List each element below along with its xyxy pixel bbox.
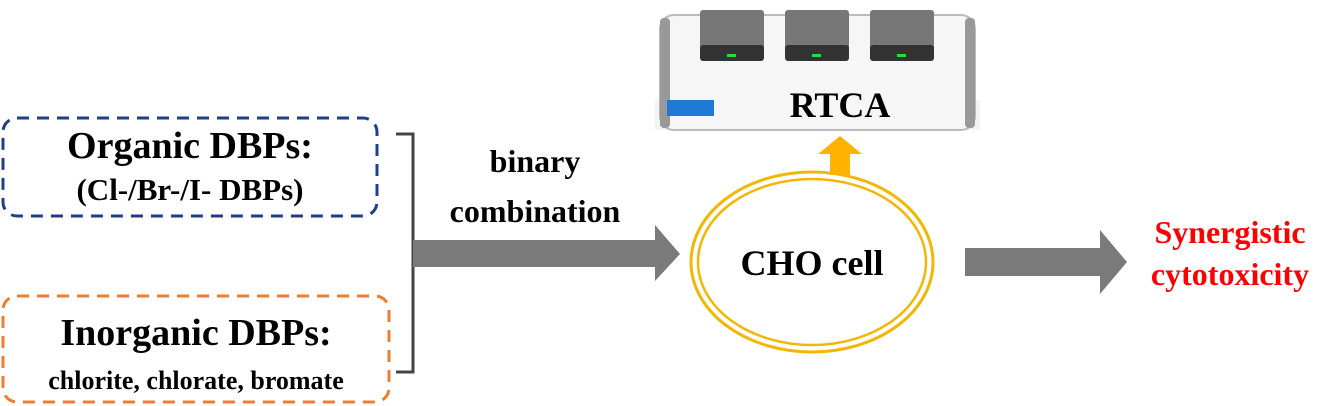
outcome-line1: Synergistic xyxy=(1154,214,1306,250)
organic-dbps-box xyxy=(1,116,379,218)
bracket xyxy=(396,132,415,374)
inorganic-dbps-title: Inorganic DBPs: xyxy=(60,312,332,354)
outcome-arrow xyxy=(965,230,1127,294)
organic-dbps-title: Organic DBPs: xyxy=(67,125,313,167)
organic-dbps-subtitle: (Cl-/Br-/I- DBPs) xyxy=(76,172,304,207)
combination-arrow xyxy=(413,225,680,281)
outcome-line2: cytotoxicity xyxy=(1150,256,1310,292)
arrow-label-line2: combination xyxy=(449,193,621,229)
cho-cell-outer xyxy=(689,170,935,354)
up-arrow xyxy=(818,136,862,175)
arrow-label-line1: binary xyxy=(489,143,581,179)
rtca-label: RTCA xyxy=(789,85,891,125)
cho-cell-label: CHO cell xyxy=(740,243,884,283)
inorganic-dbps-subtitle: chlorite, chlorate, bromate xyxy=(48,366,344,395)
rtca-device-icon xyxy=(655,10,980,131)
cho-cell-inner xyxy=(696,177,928,347)
